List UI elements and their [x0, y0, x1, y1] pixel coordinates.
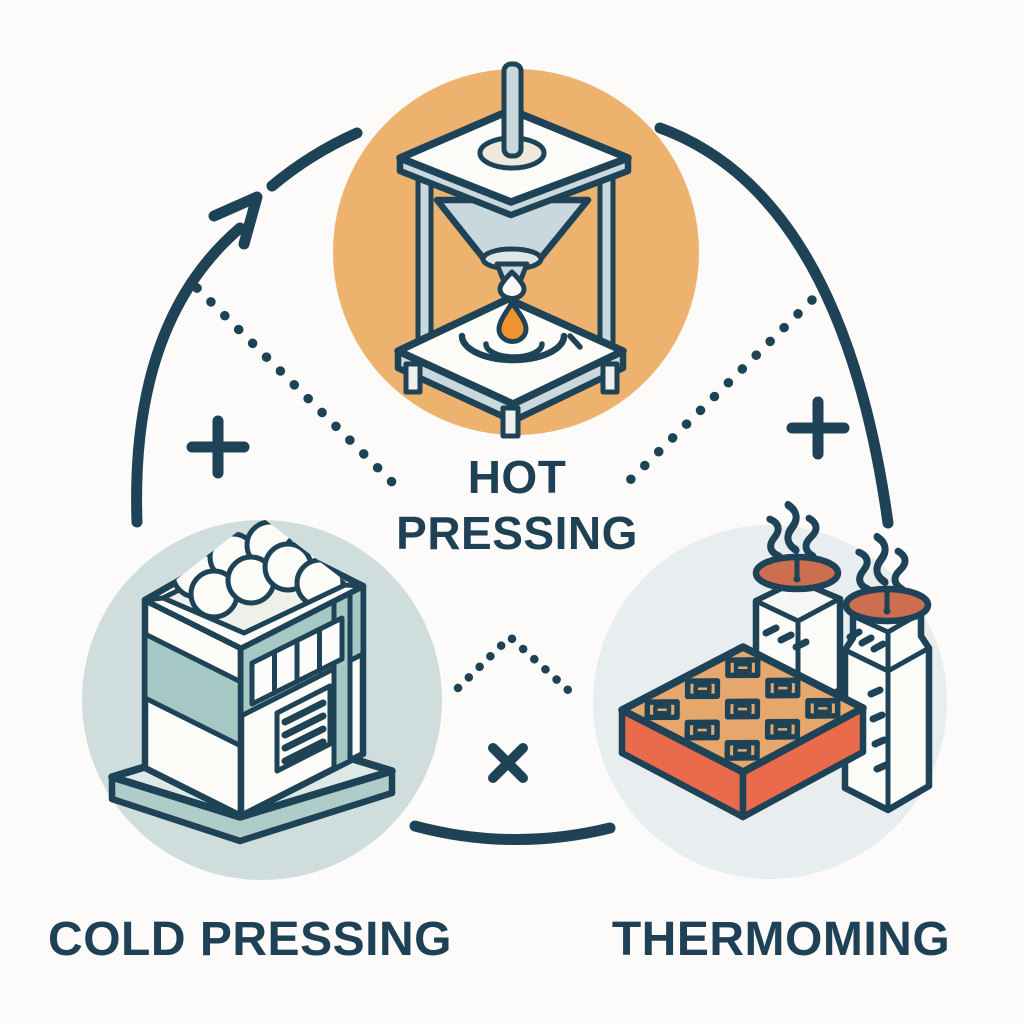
waffle-cell-icon — [693, 724, 712, 736]
waffle-cell-icon — [693, 682, 712, 695]
press-platform — [394, 295, 627, 408]
waffle-cell-icon — [733, 744, 752, 757]
press-leg-right — [597, 165, 616, 363]
heater-tower-right — [841, 585, 933, 814]
platform-foot-front — [500, 405, 521, 439]
waffle-cell-icon — [773, 723, 792, 736]
hot-pressing-label: HOT PRESSING — [396, 451, 638, 560]
waffle-cell-icon — [653, 703, 672, 716]
vent-line — [281, 712, 327, 739]
hot-press-machine-icon — [394, 61, 632, 439]
waffle-cell-icon — [765, 677, 801, 699]
dotted-connector-right — [613, 295, 817, 497]
cycle-arc — [131, 122, 894, 846]
multiply-icon — [488, 743, 528, 783]
platform-foot-right — [600, 361, 620, 395]
steam-icon — [766, 500, 909, 593]
ripple-outer — [458, 332, 568, 364]
mold-top — [618, 643, 867, 776]
mold-block — [618, 643, 867, 821]
mold-cavity-grid — [644, 657, 841, 761]
waffle-cell-icon — [733, 703, 752, 715]
piston-rod — [501, 61, 524, 159]
dotted-connector-chevron — [453, 631, 573, 695]
waffle-cell-icon — [724, 698, 761, 720]
platform-foot-left — [403, 361, 423, 395]
cold-pressing-label: COLD PRESSING — [48, 913, 452, 966]
waffle-cell-icon — [805, 697, 841, 719]
waffle-cell-icon — [764, 718, 801, 740]
thermoforming-mold-icon — [618, 500, 933, 821]
waffle-cell-icon — [733, 661, 752, 674]
plus-icon-left — [186, 415, 250, 479]
waffle-cell-icon — [813, 702, 832, 715]
waffle-cell-icon — [684, 719, 720, 741]
waffle-cell-icon — [684, 678, 721, 700]
ripple-inner — [483, 341, 545, 360]
waffle-cell-icon — [773, 682, 792, 694]
press-leg-left — [415, 165, 434, 363]
plus-icon-right — [786, 396, 850, 460]
cold-rim-front-band — [142, 582, 366, 651]
molten-drop-icon — [496, 300, 529, 344]
waffle-cell-icon — [725, 657, 761, 679]
vent-line — [281, 699, 327, 726]
ripple-tick — [567, 333, 583, 350]
waffle-cell-icon — [644, 699, 680, 721]
vent-line — [281, 738, 327, 765]
cycle-arrow-icon — [208, 191, 263, 250]
vent-line — [281, 725, 327, 752]
waffle-cell-icon — [724, 739, 760, 761]
thermoming-label: THERMOMING — [611, 913, 951, 966]
